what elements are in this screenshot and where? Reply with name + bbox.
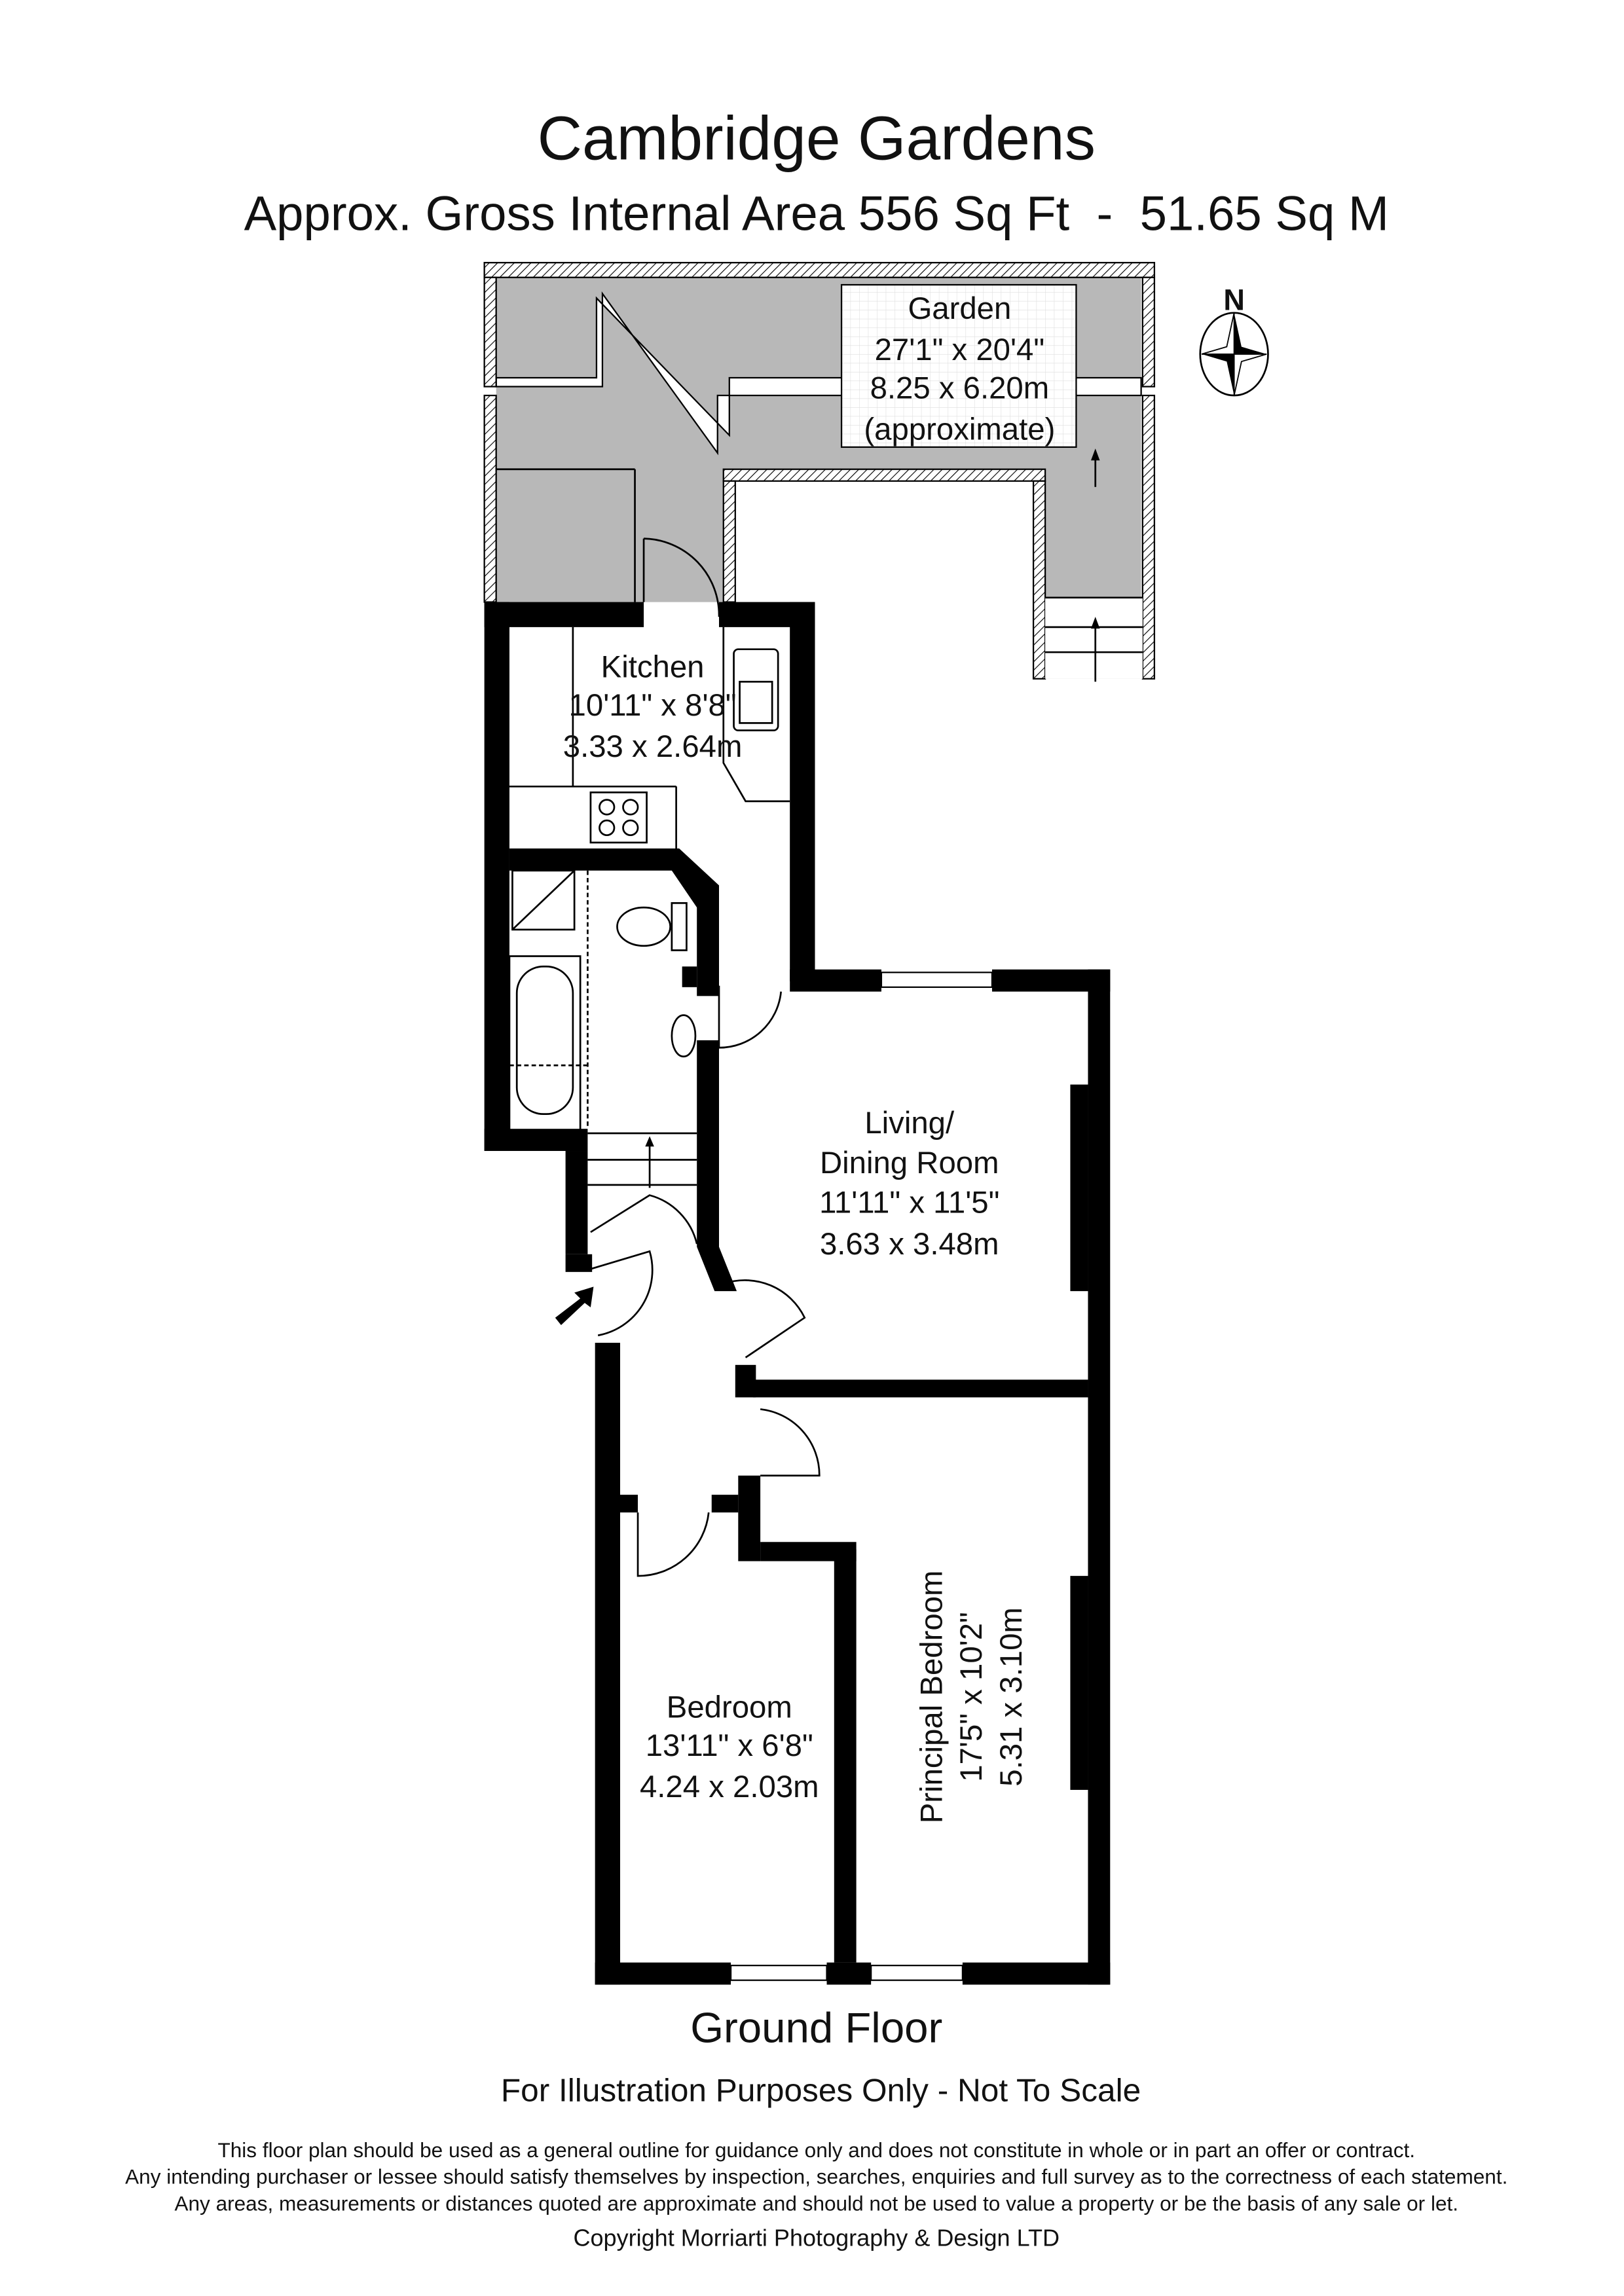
garden-name: Garden xyxy=(908,291,1011,326)
compass-rose-icon: N xyxy=(1199,283,1269,397)
copyright: Copyright Morriarti Photography & Design… xyxy=(573,2224,1060,2251)
svg-text:N: N xyxy=(1223,283,1245,316)
garden-note: (approximate) xyxy=(864,412,1055,447)
disclaimer-line-1: This floor plan should be used as a gene… xyxy=(217,2138,1415,2162)
room-kitchen: Kitchen 10'11" x 8'8" 3.33 x 2.64m xyxy=(563,650,743,765)
disclaimer-line-3: Any areas, measurements or distances quo… xyxy=(174,2191,1458,2215)
living-name-2: Dining Room xyxy=(820,1146,999,1180)
room-living-dining: Living/ Dining Room 11'11" x 11'5" 3.63 … xyxy=(819,1106,999,1262)
area-subtitle: Approx. Gross Internal Area 556 Sq Ft - … xyxy=(244,187,1389,241)
bedroom-metric: 4.24 x 2.03m xyxy=(640,1770,819,1804)
room-bedroom: Bedroom 13'11" x 6'8" 4.24 x 2.03m xyxy=(640,1690,819,1804)
garden-steps xyxy=(1045,448,1143,682)
basin-icon xyxy=(671,1014,697,1058)
page-title: Cambridge Gardens xyxy=(538,103,1096,173)
internal-stairs xyxy=(587,1132,697,1188)
bedroom-imperial: 13'11" x 6'8" xyxy=(646,1728,813,1763)
disclaimer-line-2: Any intending purchaser or lessee should… xyxy=(125,2165,1507,2189)
principal-metric: 5.31 x 3.10m xyxy=(994,1607,1029,1787)
walls xyxy=(484,602,1111,1985)
bedroom-name: Bedroom xyxy=(667,1690,792,1724)
doors xyxy=(590,538,821,1577)
scale-note: For Illustration Purposes Only - Not To … xyxy=(501,2071,1141,2108)
bath-icon xyxy=(508,955,581,1131)
toilet-icon xyxy=(616,902,688,951)
principal-name: Principal Bedroom xyxy=(914,1571,949,1824)
hob-icon xyxy=(589,791,648,844)
principal-imperial: 17'5" x 10'2" xyxy=(954,1612,989,1782)
shower-icon xyxy=(511,869,576,931)
kitchen-name: Kitchen xyxy=(601,650,705,685)
garden-imperial: 27'1" x 20'4" xyxy=(875,333,1045,367)
kitchen-imperial: 10'11" x 8'8" xyxy=(569,688,737,723)
fixtures xyxy=(508,538,821,1577)
sink-icon xyxy=(733,648,779,732)
floor-label: Ground Floor xyxy=(690,2003,942,2051)
living-imperial: 11'11" x 11'5" xyxy=(819,1186,999,1220)
garden-label-box xyxy=(840,283,1077,448)
room-principal-bedroom: Principal Bedroom 17'5" x 10'2" 5.31 x 3… xyxy=(914,1571,1029,1824)
garden-metric: 8.25 x 6.20m xyxy=(870,371,1050,406)
living-name-1: Living/ xyxy=(864,1106,955,1140)
living-metric: 3.63 x 3.48m xyxy=(820,1227,999,1262)
entrance-arrow-icon xyxy=(555,1286,594,1325)
kitchen-metric: 3.33 x 2.64m xyxy=(563,729,743,764)
